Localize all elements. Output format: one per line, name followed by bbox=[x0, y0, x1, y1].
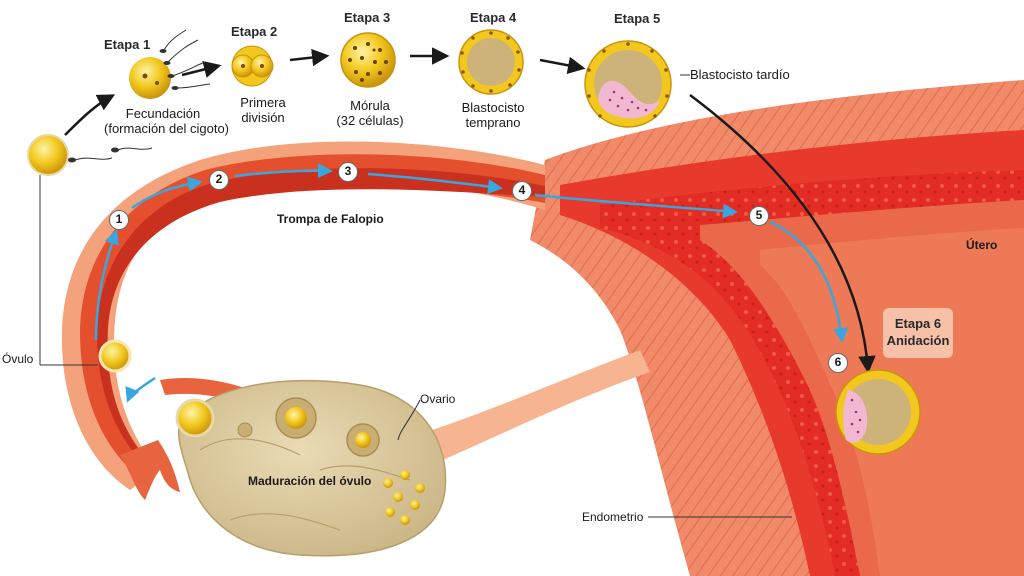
stage3-morula-icon bbox=[340, 32, 396, 88]
stage5-late-blastocyst-icon bbox=[584, 40, 672, 128]
stage2-title: Etapa 2 bbox=[231, 24, 278, 39]
stage4-caption-line1: Blastocisto bbox=[461, 100, 525, 115]
stage3-caption: Mórula (32 células) bbox=[334, 98, 406, 128]
stage1-caption-line2: (formación del cigoto) bbox=[104, 121, 229, 136]
path-step-4: 4 bbox=[512, 181, 532, 201]
stage1-title: Etapa 1 bbox=[104, 37, 151, 52]
stage2-two-cell-icon bbox=[231, 45, 274, 87]
ovum-with-sperm bbox=[27, 134, 153, 366]
path-step-3: 3 bbox=[338, 162, 358, 182]
stage4-caption-line2: temprano bbox=[465, 115, 521, 130]
fallopian-tube-label: Trompa de Falopio bbox=[277, 212, 384, 226]
endometrium-label: Endometrio bbox=[582, 510, 644, 524]
stage2-caption-line1: Primera bbox=[240, 95, 286, 110]
migration-path bbox=[94, 163, 849, 403]
stage6-label-box: Etapa 6 Anidación bbox=[883, 308, 953, 358]
path-step-6: 6 bbox=[828, 353, 848, 373]
ovary-follicle bbox=[237, 422, 253, 438]
path-step-1: 1 bbox=[109, 210, 129, 230]
ovary-follicle bbox=[285, 407, 307, 429]
stage-arrows bbox=[64, 47, 876, 374]
stage1-zygote-icon bbox=[129, 29, 211, 99]
stage6-implanted-blastocyst-icon bbox=[835, 369, 921, 455]
stage6-title: Etapa 6 bbox=[894, 316, 942, 331]
ovum-label: Óvulo bbox=[2, 352, 34, 366]
stage4-title: Etapa 4 bbox=[470, 10, 517, 25]
ovary-follicle bbox=[355, 432, 371, 448]
stage3-title: Etapa 3 bbox=[344, 10, 391, 25]
stage4-caption: Blastocisto temprano bbox=[458, 100, 528, 130]
stage1-caption-line1: Fecundación bbox=[125, 106, 201, 121]
ovum-in-tube-icon bbox=[98, 339, 132, 373]
stage5-caption: Blastocisto tardío bbox=[690, 67, 790, 82]
stage6-subtitle: Anidación bbox=[886, 333, 950, 348]
path-step-2: 2 bbox=[209, 170, 229, 190]
ovary bbox=[175, 379, 447, 557]
released-ovum-icon bbox=[175, 398, 215, 438]
uterus-label: Útero bbox=[966, 238, 998, 252]
ovary-label: Ovario bbox=[420, 392, 456, 406]
stage3-caption-line2: (32 células) bbox=[336, 113, 404, 128]
leader-lines bbox=[397, 74, 792, 518]
stage2-caption-line2: división bbox=[241, 110, 285, 125]
stage5-title: Etapa 5 bbox=[614, 11, 661, 26]
stage1-caption: Fecundación (formación del cigoto) bbox=[104, 106, 229, 136]
small-follicles bbox=[383, 470, 425, 525]
stage2-caption: Primera división bbox=[238, 95, 288, 125]
ovum-maturation-label: Maduración del óvulo bbox=[248, 474, 372, 488]
stage4-early-blastocyst-icon bbox=[458, 29, 524, 95]
stage3-caption-line1: Mórula bbox=[350, 98, 390, 113]
ovarian-ligament bbox=[400, 350, 650, 470]
path-step-5: 5 bbox=[749, 206, 769, 226]
